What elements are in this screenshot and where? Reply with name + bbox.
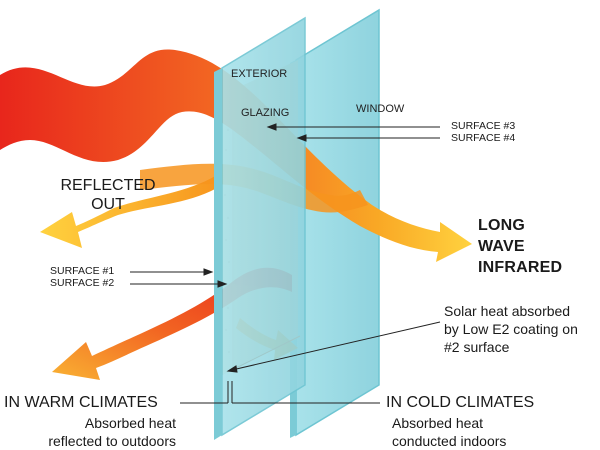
surface-2-label: SURFACE #2 [50, 277, 115, 289]
warm-line-2: reflected to outdoors [48, 433, 176, 449]
solar-heat-label: Solar heat absorbed by Low E2 coating on… [444, 302, 578, 356]
solar-line-1: Solar heat absorbed [444, 303, 571, 319]
cold-line-1: Absorbed heat [392, 415, 484, 431]
glazing-label: GLAZING [241, 107, 290, 119]
window-label: WINDOW [356, 103, 405, 115]
leader-lines [130, 123, 441, 404]
cold-climates-desc: Absorbed heat conducted indoors [392, 414, 506, 450]
warm-climates-desc: Absorbed heat reflected to outdoors [0, 414, 176, 450]
solar-line-2: by Low E2 coating on [444, 321, 578, 337]
reflected-out-label: REFLECTED OUT [52, 176, 164, 214]
cold-climates-title: IN COLD CLIMATES [386, 394, 535, 411]
reflected-line-1: REFLECTED [60, 177, 156, 194]
outer-glass-pane [214, 16, 306, 440]
surface-1-label: SURFACE #1 [50, 265, 115, 277]
infrared-line: INFRARED [478, 259, 563, 276]
reflected-out-arrow [40, 172, 222, 248]
warm-line-1: Absorbed heat [84, 415, 176, 431]
exterior-label: EXTERIOR [231, 68, 288, 80]
long-line: LONG [478, 217, 526, 234]
wave-line: WAVE [478, 238, 525, 255]
solar-line-3: #2 surface [444, 339, 510, 355]
cold-line-2: conducted indoors [392, 433, 507, 449]
reflected-line-2: OUT [91, 196, 125, 213]
surface-3-label: SURFACE #3 [451, 120, 516, 132]
warm-climates-title: IN WARM CLIMATES [4, 394, 158, 411]
long-wave-infrared-label: LONG WAVE INFRARED [478, 215, 562, 278]
surface-4-label: SURFACE #4 [451, 132, 516, 144]
